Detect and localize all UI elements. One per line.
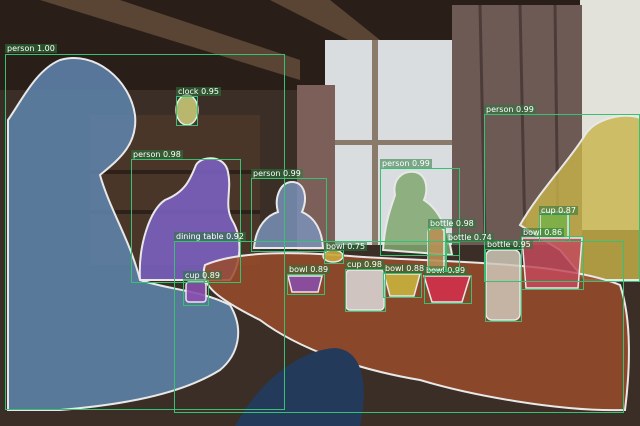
detection-label: bowl 0.99 bbox=[424, 266, 468, 275]
bowl-mask bbox=[422, 275, 472, 303]
detection-label: person 0.99 bbox=[380, 159, 432, 168]
detection-label: bottle 0.98 bbox=[428, 219, 476, 228]
detection-label: person 0.99 bbox=[484, 105, 536, 114]
person-mask-left bbox=[7, 57, 240, 411]
detection-label: person 1.00 bbox=[5, 44, 57, 53]
bowl-mask bbox=[322, 249, 344, 263]
detection-label: cup 0.89 bbox=[183, 271, 222, 280]
ceiling-beam bbox=[40, 0, 300, 80]
detection-label: bottle 0.95 bbox=[485, 240, 533, 249]
shelf-line bbox=[90, 170, 260, 174]
detection-label: person 0.98 bbox=[131, 150, 183, 159]
detection-label: bowl 0.89 bbox=[287, 265, 331, 274]
detection-label: bottle 0.74 bbox=[446, 233, 494, 242]
person-mask-center bbox=[252, 180, 325, 249]
ceiling-beam bbox=[270, 0, 380, 46]
detection-label: bowl 0.75 bbox=[324, 242, 368, 251]
cup-mask bbox=[185, 281, 207, 303]
bowl-mask bbox=[287, 275, 323, 293]
cup-mask bbox=[345, 269, 385, 311]
bowl-mask bbox=[383, 273, 421, 297]
bottle-mask bbox=[485, 249, 521, 321]
detection-label: dining table 0.92 bbox=[174, 232, 246, 241]
detection-label: clock 0.95 bbox=[176, 87, 221, 96]
detection-label: cup 0.98 bbox=[345, 260, 384, 269]
clock-mask bbox=[175, 94, 199, 126]
bowl-mask bbox=[521, 237, 583, 289]
foreground-leg bbox=[235, 348, 364, 426]
detection-label: cup 0.87 bbox=[539, 206, 578, 215]
window-frame bbox=[325, 140, 465, 145]
curtain-fold bbox=[518, 4, 527, 241]
detection-label: bowl 0.88 bbox=[383, 264, 427, 273]
bottle-mask bbox=[427, 227, 445, 271]
detection-label: bowl 0.86 bbox=[521, 228, 565, 237]
detection-label: person 0.99 bbox=[251, 169, 303, 178]
